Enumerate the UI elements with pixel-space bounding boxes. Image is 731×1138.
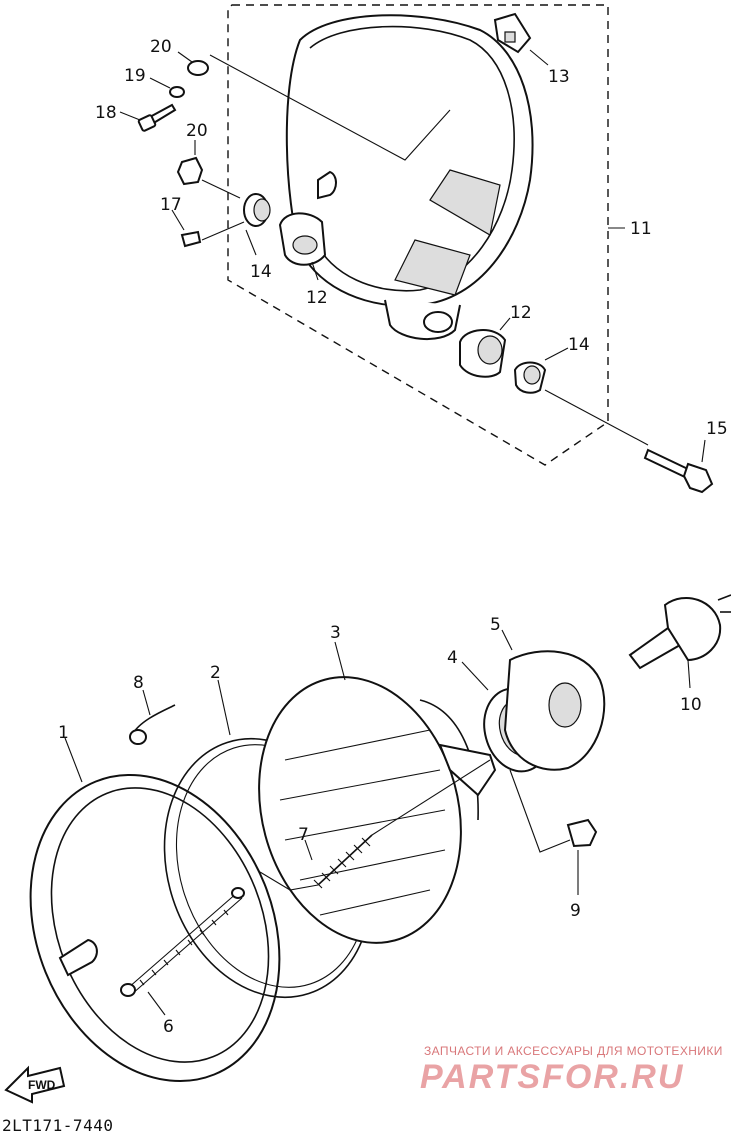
part-10-bulb: 10	[628, 594, 731, 715]
part-19-nut: 20	[176, 121, 241, 199]
housing-window-a	[429, 169, 501, 236]
fwd-label: FWD	[28, 1078, 56, 1092]
parts-16-18: 20 19 18	[95, 37, 209, 132]
callout-12-upper: 12	[306, 288, 328, 308]
part-8-clip: 8	[129, 673, 176, 745]
part-20-bolt: 15	[643, 419, 728, 494]
parts-12-14-lower: 12 14	[459, 303, 649, 446]
callout-15: 17	[160, 195, 182, 215]
assembly-dashed-box	[227, 4, 609, 466]
callout-12-lower: 12	[510, 303, 532, 323]
callout-7: 7	[298, 825, 309, 845]
rim-mount-tab	[58, 938, 98, 977]
callout-4: 4	[447, 648, 458, 668]
part-15-screw	[180, 230, 202, 248]
callout-18: 20	[150, 37, 172, 57]
callout-9: 9	[570, 901, 581, 921]
part-7-spring: 7	[259, 759, 491, 891]
callout-5: 5	[490, 615, 501, 635]
callout-1: 1	[58, 723, 69, 743]
lens-socket-bracket	[438, 743, 497, 797]
housing-window-b	[394, 239, 471, 296]
callout-14-lower: 14	[568, 335, 590, 355]
callout-8: 8	[133, 673, 144, 693]
callout-13: 13	[548, 67, 570, 87]
part-9-nut: 9	[509, 769, 598, 921]
part-6-screw: 6	[120, 887, 245, 1037]
callout-6: 6	[163, 1017, 174, 1037]
part-3-lens-unit: 3	[258, 623, 497, 944]
part-1-rim: 1	[29, 723, 281, 1083]
callout-10: 10	[680, 695, 702, 715]
part-17-washer	[169, 86, 185, 98]
part-13-clip: 13	[493, 12, 570, 87]
housing-rim	[309, 25, 515, 292]
callout-3: 3	[330, 623, 341, 643]
parts-12-14-15-upper: 17 14 12	[160, 193, 328, 308]
part-code: 2LT171-7440	[2, 1116, 114, 1135]
lens-pattern	[279, 729, 446, 916]
watermark-brand: PARTSFOR.RU	[420, 1058, 685, 1096]
callout-20: 15	[706, 419, 728, 439]
housing-group: 11	[209, 4, 652, 466]
callout-16: 18	[95, 103, 117, 123]
housing-tab	[317, 170, 337, 200]
housing-mount-hole	[423, 311, 453, 333]
watermark-tagline: ЗАПЧАСТИ И АКСЕССУАРЫ ДЛЯ МОТОТЕХНИКИ	[424, 1044, 723, 1058]
parts-4-5-socket: 4 5	[447, 615, 606, 773]
callout-2: 2	[210, 663, 221, 683]
callout-11: 11	[630, 219, 652, 239]
part-18-spacer	[187, 60, 209, 76]
fwd-arrow: FWD	[4, 1065, 66, 1104]
callout-17: 19	[124, 66, 146, 86]
callout-14-upper: 14	[250, 262, 272, 282]
leader-housing-wire	[209, 54, 451, 161]
callout-19: 20	[186, 121, 208, 141]
lens-back	[419, 699, 479, 821]
